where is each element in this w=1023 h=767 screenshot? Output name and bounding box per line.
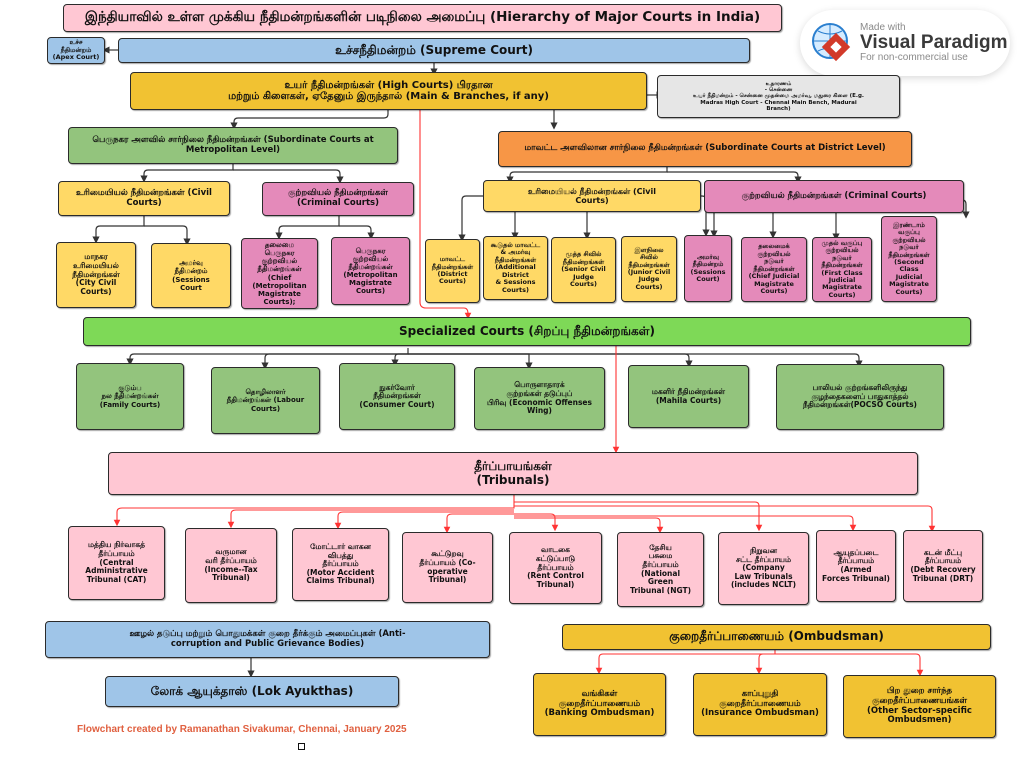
specialized-courts-label: Specialized Courts (சிறப்பு நீதிமன்றங்கள… xyxy=(399,323,655,338)
metro-civil-box[interactable]: உரிமையியல் நீதிமன்றங்கள் (Civil Courts) xyxy=(58,181,230,216)
page-title: இந்தியாவில் உள்ள முக்கிய நீதிமன்றங்களின்… xyxy=(63,4,782,32)
tribunal-child[interactable]: வருமான வரி தீர்ப்பாயம் (Income--Tax Trib… xyxy=(185,528,277,603)
tribunals-label: தீர்ப்பாயங்கள் (Tribunals) xyxy=(474,458,552,487)
ombudsman-box[interactable]: குறைதீர்ப்பாணையம் (Ombudsman) xyxy=(562,624,991,650)
specialized-child[interactable]: தொழிலாளர் நீதிமன்றங்கள் (Labour Courts) xyxy=(211,367,320,434)
tribunal-child[interactable]: கூட்டுறவு தீர்ப்பாயம் (Co- operative Tri… xyxy=(402,532,493,603)
tribunal-child-text: ஆயுதப்படை தீர்ப்பாயம் (Armed Forces Trib… xyxy=(822,547,890,583)
specialized-child[interactable]: பொருளாதாரக் குற்றங்கள் தடுப்புப் பிரிவு … xyxy=(474,367,605,430)
watermark-line1: Made with xyxy=(860,21,906,33)
district-criminal-child[interactable]: தலைமைக் குற்றவியல் நடுவர் நீதிமன்றங்கள் … xyxy=(741,237,807,302)
metro-civil-child[interactable]: அமர்வு நீதிமன்றம் (Sessions Court xyxy=(151,243,231,308)
district-criminal-child-text: அமர்வு நீதிமன்றம் (Sessions Court) xyxy=(690,252,726,283)
specialized-child-text: மகளிர் நீதிமன்றங்கள் (Mahila Courts) xyxy=(651,386,726,405)
district-criminal-child-text: தலைமைக் குற்றவியல் நடுவர் நீதிமன்றங்கள் … xyxy=(748,242,800,296)
tribunal-child-text: வாடகை கட்டுப்பாடு தீர்ப்பாயம் (Rent Cont… xyxy=(527,545,584,589)
metro-subordinate-label: பெருநகர அளவில் சார்நிலை நீதிமன்றங்கள் (S… xyxy=(92,134,374,155)
metro-civil-child-text: மாநகர உரிமையியல் நீதிமன்றங்கள் (City Civ… xyxy=(72,252,120,296)
district-subordinate-box[interactable]: மாவட்ட அளவிலான சார்நிலை நீதிமன்றங்கள் (S… xyxy=(498,131,912,167)
tribunal-child[interactable]: மத்திய நிர்வாகத் தீர்ப்பாயம் (Central Ad… xyxy=(68,526,165,600)
specialized-child[interactable]: பாலியல் குற்றங்களிலிருந்து குழந்தைகளைப் … xyxy=(776,364,944,430)
district-criminal-child[interactable]: இரண்டாம் வகுப்பு குற்றவியல் நடுவர் நீதிம… xyxy=(881,216,937,302)
specialized-child-text: பாலியல் குற்றங்களிலிருந்து குழந்தைகளைப் … xyxy=(802,383,917,410)
district-civil-child-text: மூத்த சிவில் நீதிமன்றங்கள் (Senior Civil… xyxy=(561,250,606,289)
specialized-child-text: பொருளாதாரக் குற்றங்கள் தடுப்புப் பிரிவு … xyxy=(486,380,592,416)
tribunal-child[interactable]: நிறுவன சட்ட தீர்ப்பாயம் (Company Law Tri… xyxy=(718,532,809,605)
metro-criminal-child[interactable]: தலைமை பெருநகர குற்றவியல் நீதிமன்றங்கள் (… xyxy=(241,238,318,309)
metro-civil-label: உரிமையியல் நீதிமன்றங்கள் (Civil Courts) xyxy=(76,187,212,208)
district-subordinate-label: மாவட்ட அளவிலான சார்நிலை நீதிமன்றங்கள் (S… xyxy=(524,143,886,154)
ombudsman-child-text: வங்கிகள் குறைதீர்ப்பாணையம் (Banking Ombu… xyxy=(544,688,655,719)
district-criminal-label: குற்றவியல் நீதிமன்றங்கள் (Criminal Court… xyxy=(741,190,927,201)
district-civil-child-text: மாவட்ட நீதிமன்றங்கள் (District Courts) xyxy=(431,255,474,286)
specialized-child-text: தொழிலாளர் நீதிமன்றங்கள் (Labour Courts) xyxy=(226,388,305,413)
apex-court-note-text: உச்ச நீதிமன்றம் (Apex Court) xyxy=(52,38,100,62)
tribunal-child[interactable]: வாடகை கட்டுப்பாடு தீர்ப்பாயம் (Rent Cont… xyxy=(509,532,602,604)
watermark-badge: Made with Visual Paradigm For non-commer… xyxy=(800,10,1010,76)
metro-criminal-box[interactable]: குற்றவியல் நீதிமன்றங்கள் (Criminal Court… xyxy=(262,182,414,216)
lok-ayukthas-label: லோக் ஆயுக்தாஸ் (Lok Ayukthas) xyxy=(150,683,354,698)
watermark-line3: For non-commercial use xyxy=(860,51,968,63)
tribunal-child-text: நிறுவன சட்ட தீர்ப்பாயம் (Company Law Tri… xyxy=(730,545,797,590)
specialized-child[interactable]: மகளிர் நீதிமன்றங்கள் (Mahila Courts) xyxy=(628,365,749,428)
district-civil-child[interactable]: மூத்த சிவில் நீதிமன்றங்கள் (Senior Civil… xyxy=(551,237,616,303)
specialized-courts-box[interactable]: Specialized Courts (சிறப்பு நீதிமன்றங்கள… xyxy=(83,317,971,346)
metro-criminal-label: குற்றவியல் நீதிமன்றங்கள் (Criminal Court… xyxy=(288,188,388,208)
small-square-handle[interactable] xyxy=(298,743,305,750)
tribunal-child[interactable]: ஆயுதப்படை தீர்ப்பாயம் (Armed Forces Trib… xyxy=(816,530,896,602)
ombudsman-label: குறைதீர்ப்பாணையம் (Ombudsman) xyxy=(669,629,884,644)
watermark-brand: Visual Paradigm xyxy=(860,32,1008,54)
tribunal-child-text: மோட்டார் வாகன விபத்து தீர்ப்பாயம் (Motor… xyxy=(306,541,375,586)
tribunal-child-text: கடன் மீட்பு தீர்ப்பாயம் (Debt Recovery T… xyxy=(910,547,976,583)
anticorruption-label: ஊழல் தடுப்பு மற்றும் பொதுமக்கள் குறை தீர… xyxy=(129,628,406,649)
tribunal-child[interactable]: மோட்டார் வாகன விபத்து தீர்ப்பாயம் (Motor… xyxy=(292,528,389,601)
supreme-court-box[interactable]: உச்சநீதிமன்றம் (Supreme Court) xyxy=(118,38,750,63)
district-civil-box[interactable]: உரிமையியல் நீதிமன்றங்கள் (Civil Courts) xyxy=(483,180,701,212)
specialized-child-text: நுகர்வோர் நீதிமன்றங்கள் (Consumer Court) xyxy=(359,382,435,409)
ombudsman-child-text: காப்புறுதி குறைதீர்ப்பாணையம் (Insurance … xyxy=(701,688,819,719)
metro-subordinate-box[interactable]: பெருநகர அளவில் சார்நிலை நீதிமன்றங்கள் (S… xyxy=(68,127,398,164)
ombudsman-child[interactable]: காப்புறுதி குறைதீர்ப்பாணையம் (Insurance … xyxy=(693,673,827,736)
district-civil-child[interactable]: மாவட்ட நீதிமன்றங்கள் (District Courts) xyxy=(425,239,480,303)
specialized-child[interactable]: நுகர்வோர் நீதிமன்றங்கள் (Consumer Court) xyxy=(339,363,455,430)
visual-paradigm-logo-icon xyxy=(810,21,854,65)
apex-court-note[interactable]: உச்ச நீதிமன்றம் (Apex Court) xyxy=(47,37,105,64)
district-criminal-child[interactable]: அமர்வு நீதிமன்றம் (Sessions Court) xyxy=(684,235,732,302)
ombudsman-child-text: பிற துறை சார்ந்த குறைதீர்ப்பாணையங்கள் (O… xyxy=(867,685,972,726)
metro-criminal-child-text: பெருநகர குற்றவியல் நீதிமன்றங்கள் (Metrop… xyxy=(343,246,398,296)
lok-ayukthas-box[interactable]: லோக் ஆயுக்தாஸ் (Lok Ayukthas) xyxy=(105,676,399,707)
ombudsman-child[interactable]: பிற துறை சார்ந்த குறைதீர்ப்பாணையங்கள் (O… xyxy=(843,675,996,738)
district-criminal-box[interactable]: குற்றவியல் நீதிமன்றங்கள் (Criminal Court… xyxy=(704,180,964,213)
district-criminal-child-text: முதல் வகுப்பு குற்றவியல் நடுவர் நீதிமன்ற… xyxy=(821,238,863,299)
tribunals-box[interactable]: தீர்ப்பாயங்கள் (Tribunals) xyxy=(108,452,918,495)
district-criminal-child-text: இரண்டாம் வகுப்பு குற்றவியல் நடுவர் நீதிம… xyxy=(888,220,930,296)
metro-criminal-child[interactable]: பெருநகர குற்றவியல் நீதிமன்றங்கள் (Metrop… xyxy=(331,237,410,305)
high-court-example-text: உதாரணம் - சென்னை உயர் நீதிமன்றம் - சென்ன… xyxy=(692,80,865,112)
district-civil-child-text: இளநிலை சிவில் நீதிமன்றங்கள் (Junior Civi… xyxy=(627,245,671,291)
tribunal-child[interactable]: தேசிய பசுமை தீர்ப்பாயம் (National Green … xyxy=(617,532,704,607)
tribunal-child-text: கூட்டுறவு தீர்ப்பாயம் (Co- operative Tri… xyxy=(419,549,476,585)
specialized-child[interactable]: குடும்ப நல நீதிமன்றங்கள் (Family Courts) xyxy=(76,363,184,430)
tribunal-child-text: தேசிய பசுமை தீர்ப்பாயம் (National Green … xyxy=(629,542,692,595)
supreme-court-label: உச்சநீதிமன்றம் (Supreme Court) xyxy=(335,42,533,57)
tribunal-child[interactable]: கடன் மீட்பு தீர்ப்பாயம் (Debt Recovery T… xyxy=(903,530,983,602)
specialized-child-text: குடும்ப நல நீதிமன்றங்கள் (Family Courts) xyxy=(99,384,161,409)
metro-criminal-child-text: தலைமை பெருநகர குற்றவியல் நீதிமன்றங்கள் (… xyxy=(252,241,307,306)
high-courts-label: உயர் நீதிமன்றங்கள் (High Courts) பிரதான … xyxy=(228,79,549,103)
high-courts-box[interactable]: உயர் நீதிமன்றங்கள் (High Courts) பிரதான … xyxy=(130,72,647,110)
high-court-example-box[interactable]: உதாரணம் - சென்னை உயர் நீதிமன்றம் - சென்ன… xyxy=(657,75,900,118)
ombudsman-child[interactable]: வங்கிகள் குறைதீர்ப்பாணையம் (Banking Ombu… xyxy=(533,673,666,736)
district-criminal-child[interactable]: முதல் வகுப்பு குற்றவியல் நடுவர் நீதிமன்ற… xyxy=(812,237,872,302)
district-civil-label: உரிமையியல் நீதிமன்றங்கள் (Civil Courts) xyxy=(528,186,656,205)
metro-civil-child-text: அமர்வு நீதிமன்றம் (Sessions Court xyxy=(172,259,210,292)
anticorruption-box[interactable]: ஊழல் தடுப்பு மற்றும் பொதுமக்கள் குறை தீர… xyxy=(45,621,490,658)
tribunal-child-text: வருமான வரி தீர்ப்பாயம் (Income--Tax Trib… xyxy=(204,547,258,583)
district-civil-child[interactable]: கூடுதல் மாவட்ட & அமர்வு நீதிமன்றங்கள் (A… xyxy=(483,236,548,300)
metro-civil-child[interactable]: மாநகர உரிமையியல் நீதிமன்றங்கள் (City Civ… xyxy=(56,242,136,308)
page-title-text: இந்தியாவில் உள்ள முக்கிய நீதிமன்றங்களின்… xyxy=(84,9,761,26)
district-civil-child[interactable]: இளநிலை சிவில் நீதிமன்றங்கள் (Junior Civi… xyxy=(621,236,677,302)
district-civil-child-text: கூடுதல் மாவட்ட & அமர்வு நீதிமன்றங்கள் (A… xyxy=(490,240,541,294)
tribunal-child-text: மத்திய நிர்வாகத் தீர்ப்பாயம் (Central Ad… xyxy=(85,540,148,584)
credit-text: Flowchart created by Ramanathan Sivakuma… xyxy=(77,724,407,735)
